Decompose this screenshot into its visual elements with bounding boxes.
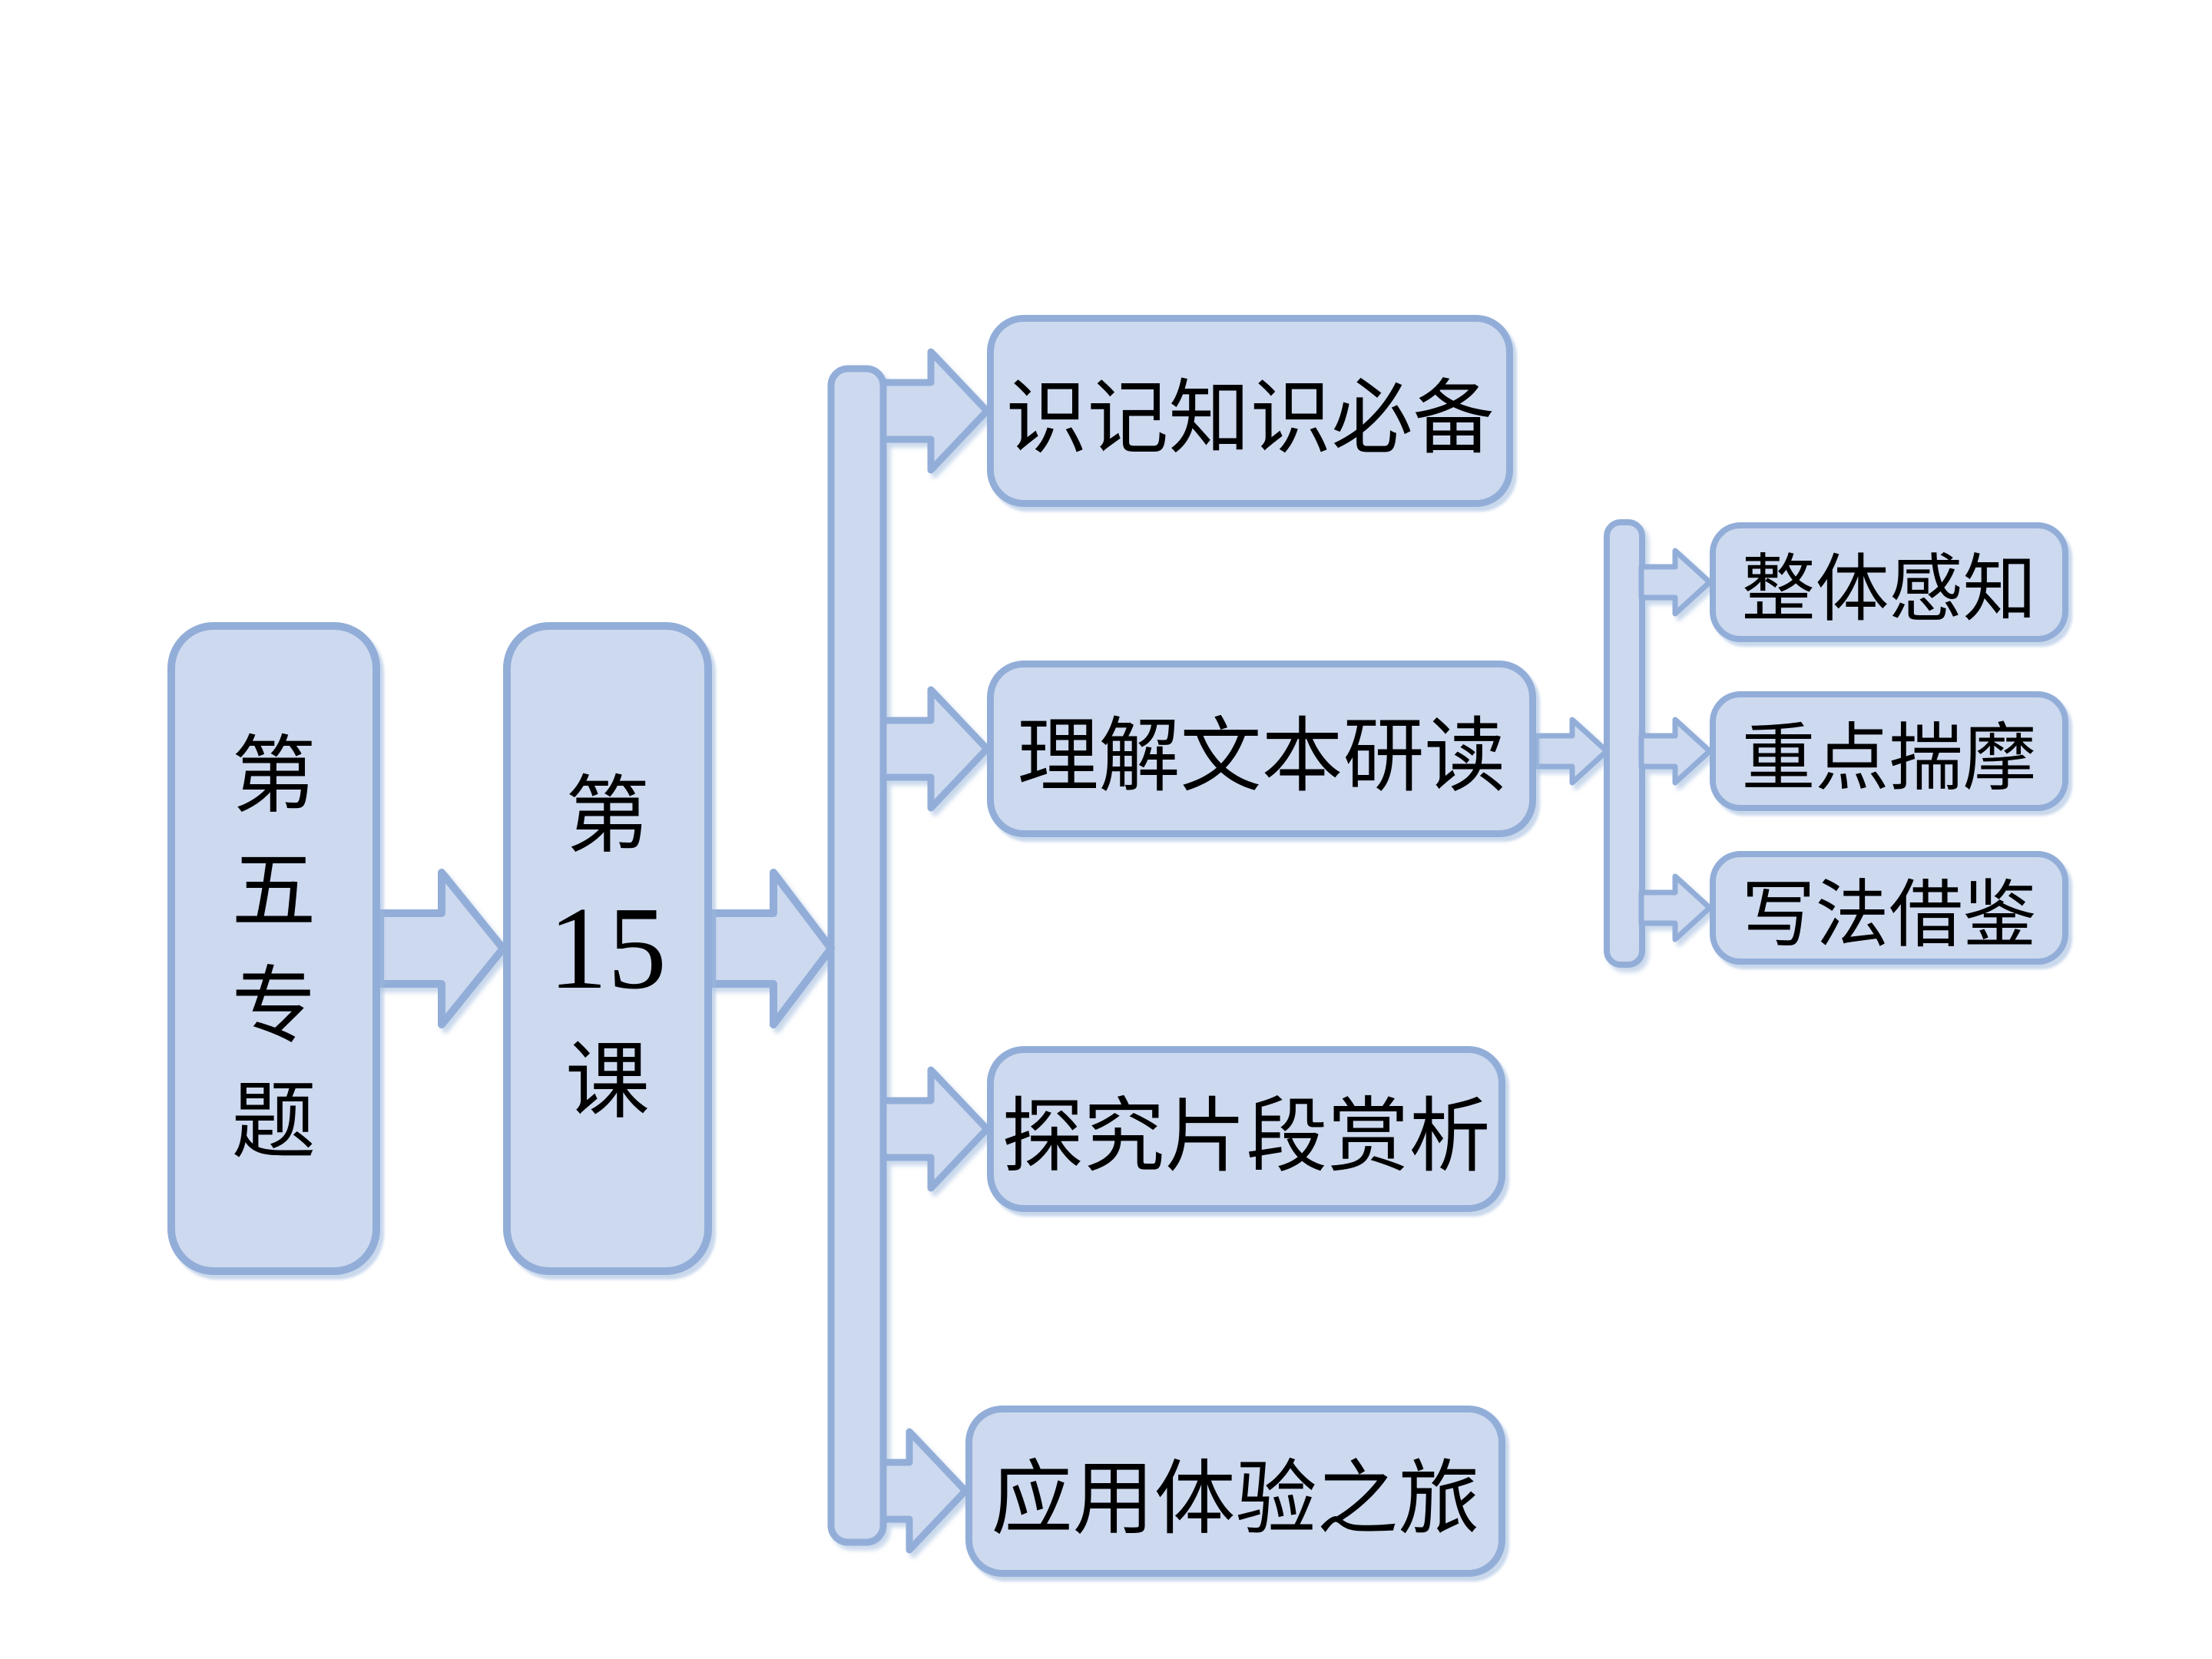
node-sub-overall: 整体感知 bbox=[1710, 522, 2068, 642]
arrow-section2-to-subbar bbox=[1533, 717, 1610, 786]
topic-char-1: 第 bbox=[231, 727, 316, 825]
topic-char-3: 专 bbox=[231, 957, 316, 1055]
section-label: 探究片段赏析 bbox=[1002, 1089, 1491, 1184]
arrow-bar-to-section-2 bbox=[879, 686, 991, 812]
arrow-topic-to-lesson bbox=[376, 869, 507, 1028]
arrow-subbar-to-sub-2 bbox=[1638, 717, 1713, 786]
node-topic: 第 五 专 题 bbox=[167, 622, 380, 1275]
lesson-number: 15 bbox=[548, 883, 667, 1014]
level1-connector-bar bbox=[827, 365, 887, 1546]
subsection-label: 写法借鉴 bbox=[1741, 871, 2037, 958]
section-label: 应用体验之旅 bbox=[991, 1451, 1480, 1546]
arrow-subbar-to-sub-1 bbox=[1638, 548, 1713, 617]
subsection-label: 整体感知 bbox=[1741, 545, 2037, 632]
topic-char-4: 题 bbox=[231, 1072, 316, 1171]
arrow-subbar-to-sub-3 bbox=[1638, 873, 1713, 942]
node-lesson: 第 15 课 bbox=[503, 622, 712, 1275]
arrow-bar-to-section-3 bbox=[879, 1066, 991, 1192]
section-label: 识记知识必备 bbox=[1005, 371, 1495, 465]
node-section-memorize: 识记知识必备 bbox=[987, 315, 1513, 507]
section-label: 理解文本研读 bbox=[1017, 709, 1506, 803]
topic-char-2: 五 bbox=[231, 842, 316, 940]
subsection-label: 重点揣摩 bbox=[1741, 714, 2037, 801]
node-section-explore: 探究片段赏析 bbox=[987, 1046, 1505, 1212]
node-section-comprehend: 理解文本研读 bbox=[987, 661, 1536, 837]
node-section-apply: 应用体验之旅 bbox=[965, 1406, 1505, 1577]
arrow-bar-to-section-4 bbox=[879, 1428, 969, 1554]
arrow-bar-to-section-1 bbox=[879, 348, 991, 474]
lesson-char-bottom: 课 bbox=[565, 1032, 650, 1131]
node-sub-keypoints: 重点揣摩 bbox=[1710, 691, 2068, 811]
level2-connector-bar bbox=[1604, 519, 1645, 968]
lesson-char-top: 第 bbox=[565, 767, 650, 865]
node-sub-writing: 写法借鉴 bbox=[1710, 851, 2068, 965]
arrow-lesson-to-bar bbox=[708, 869, 835, 1028]
